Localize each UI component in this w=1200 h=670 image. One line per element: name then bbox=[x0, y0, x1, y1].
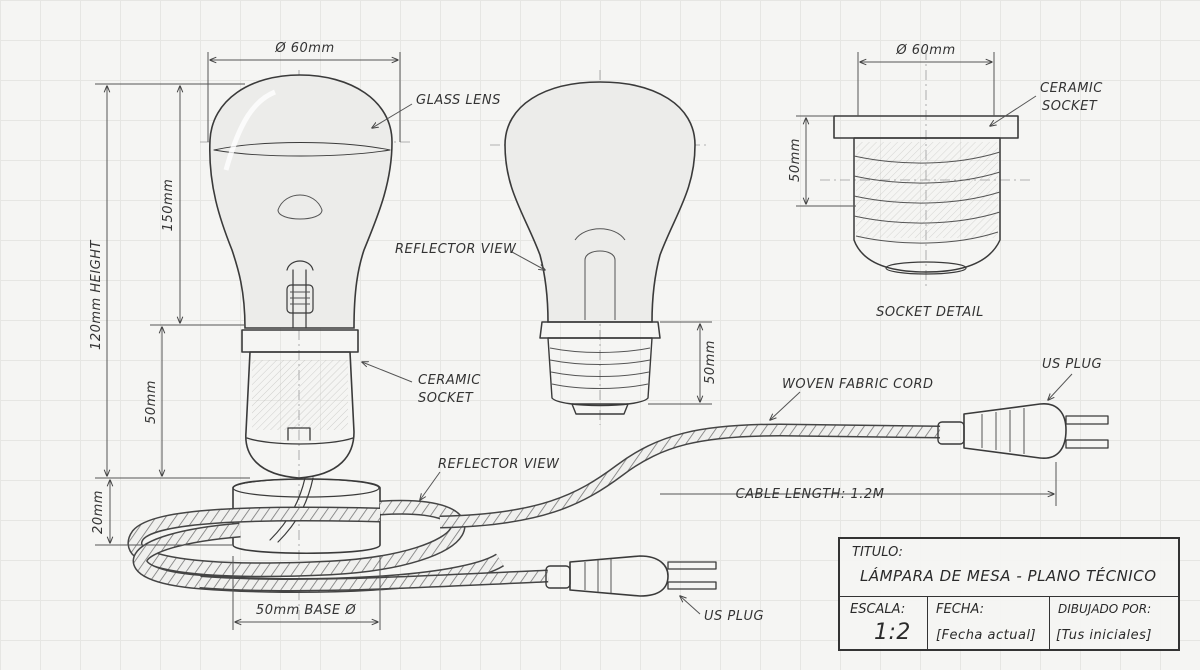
escala-cell: ESCALA: 1:2 bbox=[840, 596, 928, 651]
label-us-plug-top: US PLUG bbox=[1042, 357, 1102, 372]
us-plug-right bbox=[937, 403, 1109, 459]
label-detail-ceramic-line1: CERAMIC bbox=[1040, 81, 1103, 96]
dim-detail-diameter: Ø 60mm bbox=[895, 43, 955, 58]
dim-top-diameter: Ø 60mm bbox=[274, 41, 334, 56]
dim-bulb-height: 150mm bbox=[161, 179, 176, 232]
dibujado-value: [Tus iniciales] bbox=[1056, 628, 1152, 643]
dim-cable-length: CABLE LENGTH: 1.2M bbox=[736, 487, 885, 502]
main-ceramic-socket bbox=[241, 329, 359, 353]
dim-overall-height: 120mm HEIGHT bbox=[89, 240, 104, 350]
leader-lines bbox=[362, 95, 1073, 615]
fecha-cell: FECHA: [Fecha actual] bbox=[928, 596, 1050, 651]
label-socket-detail: SOCKET DETAIL bbox=[876, 305, 984, 320]
main-glass-lens bbox=[208, 74, 393, 329]
dim-socket-height: 50mm bbox=[144, 380, 159, 424]
dibujado-label: DIBUJADO POR: bbox=[1058, 602, 1152, 616]
fecha-value: [Fecha actual] bbox=[936, 628, 1037, 643]
escala-label: ESCALA: bbox=[850, 602, 906, 617]
dim-base-diameter: 50mm BASE Ø bbox=[256, 603, 356, 618]
socket-detail-drawing bbox=[820, 50, 1030, 290]
label-ceramic-socket-line2: SOCKET bbox=[418, 391, 474, 406]
reflector-view-bulb bbox=[490, 70, 710, 425]
titulo-value: LÁMPARA DE MESA - PLANO TÉCNICO bbox=[860, 567, 1157, 585]
label-reflector-view-top: REFLECTOR VIEW bbox=[395, 242, 517, 257]
fecha-label: FECHA: bbox=[936, 602, 985, 617]
title-row: TITULO: LÁMPARA DE MESA - PLANO TÉCNICO bbox=[840, 539, 1178, 597]
cord-coil bbox=[127, 423, 941, 594]
annotations: Ø 60mm 120mm HEIGHT 150mm 50mm 20mm 50mm… bbox=[89, 41, 1103, 624]
dim-base-height: 20mm bbox=[91, 490, 106, 534]
label-us-plug-bottom: US PLUG bbox=[704, 609, 764, 624]
label-detail-ceramic-line2: SOCKET bbox=[1042, 99, 1098, 114]
label-reflector-view-bottom: REFLECTOR VIEW bbox=[438, 457, 560, 472]
us-plug-bottom bbox=[545, 555, 717, 597]
escala-value: 1:2 bbox=[874, 620, 911, 645]
main-lamp-drawing bbox=[200, 70, 410, 620]
dim-reflector-socket-height: 50mm bbox=[703, 340, 718, 384]
titulo-label: TITULO: bbox=[852, 545, 903, 560]
title-block: TITULO: LÁMPARA DE MESA - PLANO TÉCNICO … bbox=[838, 537, 1180, 651]
dim-detail-height: 50mm bbox=[788, 138, 803, 182]
label-woven-fabric-cord: WOVEN FABRIC CORD bbox=[782, 377, 934, 392]
label-ceramic-socket-line1: CERAMIC bbox=[418, 373, 481, 388]
label-glass-lens: GLASS LENS bbox=[416, 93, 501, 108]
dimension-lines bbox=[95, 52, 1057, 630]
dibujado-cell: DIBUJADO POR: [Tus iniciales] bbox=[1050, 596, 1178, 651]
